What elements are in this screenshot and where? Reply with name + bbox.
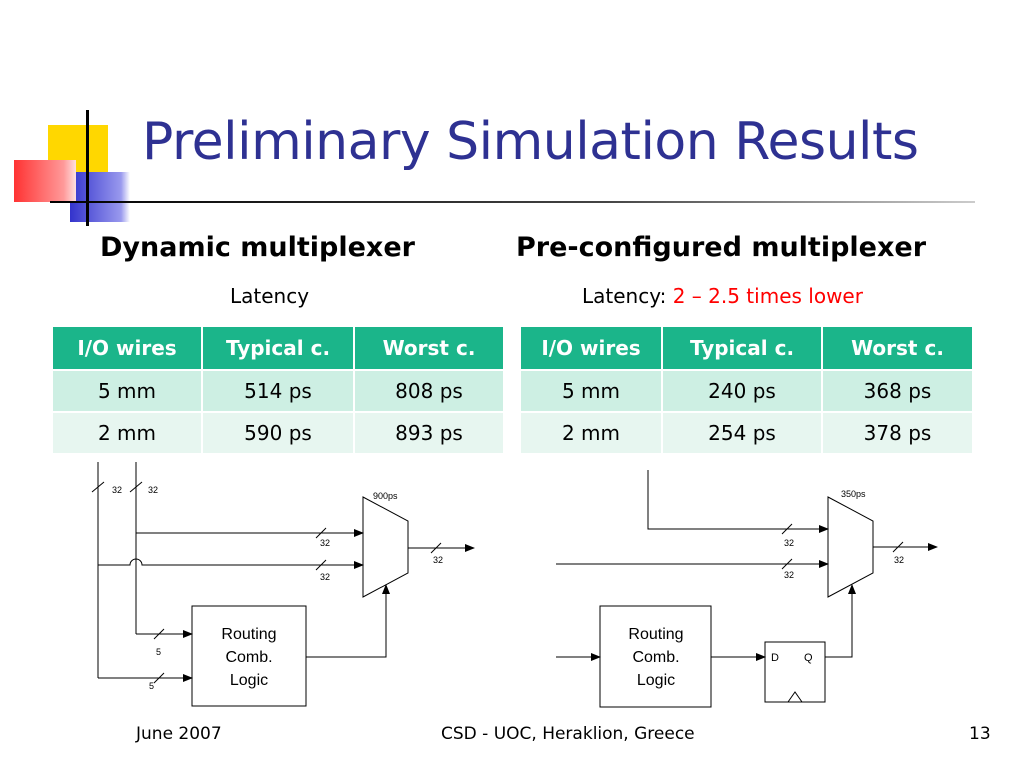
block-label: Comb. <box>225 649 272 666</box>
table-row: 5 mm 240 ps 368 ps <box>521 369 972 412</box>
right-results-table: I/O wires Typical c. Worst c. 5 mm 240 p… <box>521 327 972 453</box>
table-row: 2 mm 254 ps 378 ps <box>521 411 972 453</box>
right-circuit <box>556 470 938 708</box>
left-mux <box>362 496 409 598</box>
table-cell: 368 ps <box>822 369 972 412</box>
bus-label: 32 <box>320 538 330 548</box>
left-mux-input-2 <box>98 558 364 569</box>
bus-tick <box>153 628 165 640</box>
left-results-table: I/O wires Typical c. Worst c. 5 mm 514 p… <box>53 327 503 453</box>
left-circuit <box>91 462 475 707</box>
bus-tick <box>129 481 143 493</box>
bus-label: 32 <box>112 485 122 495</box>
table-header: I/O wires <box>53 327 203 370</box>
flip-flop <box>764 641 826 703</box>
bus-label: 32 <box>894 555 904 565</box>
right-latency-label: Latency: 2 – 2.5 times lower <box>582 284 863 308</box>
table-header: Typical c. <box>202 327 355 370</box>
footer-venue: CSD - UOC, Heraklion, Greece <box>441 724 695 744</box>
bus-tick <box>153 672 165 684</box>
table-cell: 590 ps <box>202 411 355 453</box>
left-heading: Dynamic multiplexer <box>100 232 415 263</box>
right-mux <box>827 496 874 598</box>
table-cell: 240 ps <box>662 369 823 412</box>
right-circuit-labels: 350ps 32 32 32 <box>784 489 904 580</box>
bus-tick <box>91 481 105 493</box>
bus-label: 5 <box>149 681 154 691</box>
left-select-line <box>306 584 390 658</box>
table-cell: 808 ps <box>354 369 503 412</box>
table-cell: 514 ps <box>202 369 355 412</box>
table-cell: 378 ps <box>822 411 972 453</box>
bus-label: 32 <box>148 485 158 495</box>
table-header: Typical c. <box>662 327 823 370</box>
bus-label: 5 <box>156 647 161 657</box>
table-row: 2 mm 590 ps 893 ps <box>53 411 503 453</box>
right-latency-prefix: Latency: <box>582 284 667 308</box>
table-header: I/O wires <box>521 327 663 370</box>
footer-page-number: 13 <box>969 724 991 744</box>
table-header: Worst c. <box>822 327 972 370</box>
right-select-line <box>825 584 856 658</box>
right-latency-value: 2 – 2.5 times lower <box>672 284 863 308</box>
right-heading: Pre-configured multiplexer <box>516 232 927 263</box>
table-header: Worst c. <box>354 327 503 370</box>
left-circuit-labels: 32 32 900ps 32 32 32 5 5 <box>112 485 443 691</box>
table-cell: 5 mm <box>521 369 663 412</box>
decor-red-square <box>14 160 76 202</box>
mux-delay-label: 350ps <box>841 489 866 499</box>
decor-blue-square <box>70 172 130 222</box>
bus-tick <box>315 527 327 539</box>
decor-vertical-line <box>86 110 89 226</box>
footer-date: June 2007 <box>136 724 222 744</box>
bus-tick <box>430 542 442 554</box>
title-underline <box>50 201 975 203</box>
slide-title: Preliminary Simulation Results <box>142 112 919 172</box>
left-block-text: Routing Comb. Logic <box>221 626 276 689</box>
block-label: Routing <box>628 626 683 643</box>
block-label: Logic <box>637 672 675 689</box>
bus-label: 32 <box>784 538 794 548</box>
left-routing-block <box>191 605 307 707</box>
mux-delay-label: 900ps <box>373 491 398 501</box>
bus-tick <box>315 559 327 571</box>
right-mux-input-1 <box>647 470 829 533</box>
table-cell: 2 mm <box>521 411 663 453</box>
flip-flop-clock <box>787 691 803 703</box>
block-label: Comb. <box>632 649 679 666</box>
table-cell: 5 mm <box>53 369 203 412</box>
flip-flop-text: D Q <box>771 652 813 664</box>
table-cell: 254 ps <box>662 411 823 453</box>
bus-label: 32 <box>320 572 330 582</box>
table-row: 5 mm 514 ps 808 ps <box>53 369 503 412</box>
left-latency-label: Latency <box>230 284 310 308</box>
ff-d-label: D <box>771 652 779 664</box>
bus-label: 32 <box>433 555 443 565</box>
bus-tick <box>781 558 793 570</box>
right-block-text: Routing Comb. Logic <box>628 626 683 689</box>
bus-tick <box>892 541 904 553</box>
block-label: Routing <box>221 626 276 643</box>
table-cell: 893 ps <box>354 411 503 453</box>
table-cell: 2 mm <box>53 411 203 453</box>
bus-label: 32 <box>784 570 794 580</box>
bus-tick <box>781 523 793 535</box>
block-label: Logic <box>230 672 268 689</box>
ff-q-label: Q <box>804 652 813 664</box>
